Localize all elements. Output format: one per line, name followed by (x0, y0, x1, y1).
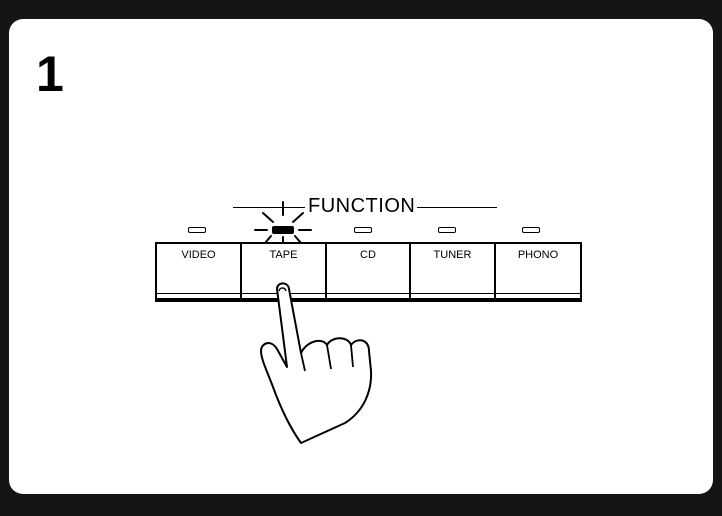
pointing-hand-icon (9, 19, 713, 494)
instruction-panel: 1 FUNCTION VIDEO TAPE CD TUNER PHON (9, 19, 713, 494)
